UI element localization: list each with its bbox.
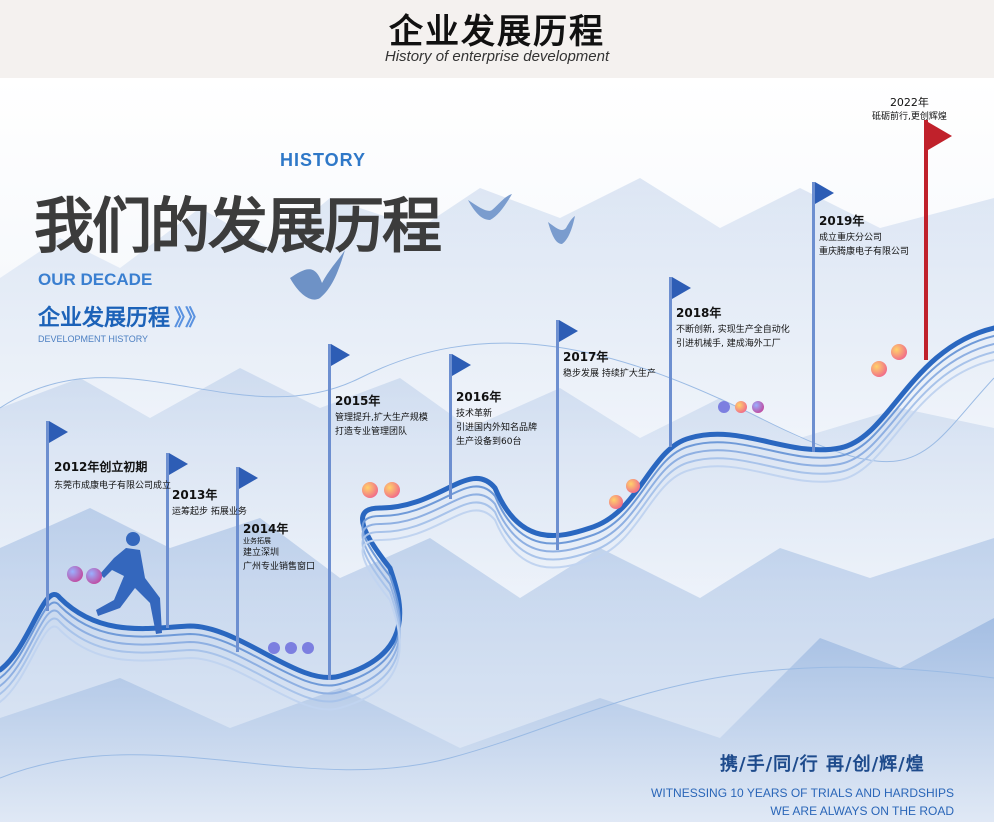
milestone-year: 2014年 [243, 522, 289, 536]
road-stripe-3 [0, 343, 994, 695]
milestone-2012: 2012年创立初期 东莞市成康电子有限公司成立 [54, 458, 171, 493]
milestone-2022: 2022年 砥砺前行,更创辉煌 [872, 94, 947, 124]
milestone-year: 2018年 [676, 306, 722, 320]
flag-2018 [669, 277, 691, 447]
header-banner: 企业发展历程 History of enterprise development [0, 0, 994, 78]
milestone-text: 管理提升,扩大生产规模 [335, 413, 428, 423]
hero-subtitle-text: 企业发展历程 [38, 306, 171, 331]
milestone-year: 2017年 [563, 350, 609, 364]
flag-2016 [449, 354, 471, 499]
milestone-text: 打造专业管理团队 [335, 427, 408, 437]
milestone-text: 生产设备到60台 [456, 437, 522, 447]
milestone-text: 运筹起步 拓展业务 [172, 507, 247, 517]
milestone-year: 2013年 [172, 488, 218, 502]
milestone-year: 2022年 [889, 96, 929, 109]
milestone-text: 稳步发展 持续扩大生产 [563, 369, 656, 379]
chevron-right-icon: 》》 [174, 306, 208, 331]
milestone-text: 东莞市成康电子有限公司成立 [54, 481, 172, 491]
main-title: 我们的发展历程 [34, 192, 442, 262]
flag-2022 [924, 120, 952, 360]
road-stripe-5 [0, 359, 994, 711]
milestone-year: 2012年创立初期 [54, 460, 148, 474]
dove-1 [290, 250, 345, 300]
milestone-flags [46, 120, 952, 680]
front-mountains [0, 618, 994, 822]
road-stripe-4 [0, 351, 994, 703]
milestone-text: 建立深圳 [243, 548, 280, 558]
milestone-text: 引进国内外知名品牌 [456, 423, 538, 433]
runner-silhouette [96, 532, 162, 634]
timeline-scene: HISTORY 我们的发展历程 OUR DECADE 企业发展历程》》 DEVE… [0, 78, 994, 822]
dove-3 [548, 216, 575, 244]
milestone-year: 2015年 [335, 394, 381, 408]
milestone-2014: 2014年 业务拓展 建立深圳 广州专业销售窗口 [243, 520, 315, 574]
development-history-label: DEVELOPMENT HISTORY [38, 334, 149, 344]
milestone-2019: 2019年 成立重庆分公司 重庆腾康电子有限公司 [819, 212, 909, 259]
english-tagline-1: WITNESSING 10 YEARS OF TRIALS AND HARDSH… [651, 786, 954, 800]
our-decade-label: OUR DECADE [38, 270, 153, 289]
milestone-text: 不断创新, 实现生产全自动化 [676, 325, 790, 335]
decor-curve-2 [0, 666, 994, 779]
decor-curve-1 [0, 342, 994, 463]
english-tagline-2: WE ARE ALWAYS ON THE ROAD [770, 804, 954, 818]
flag-2013 [166, 453, 188, 628]
milestone-2013: 2013年 运筹起步 拓展业务 [172, 486, 247, 519]
decor-balls [67, 344, 907, 654]
flag-2012 [46, 421, 68, 611]
milestone-2017: 2017年 稳步发展 持续扩大生产 [563, 348, 656, 381]
milestone-text: 砥砺前行,更创辉煌 [872, 112, 947, 122]
milestone-text: 成立重庆分公司 [819, 233, 883, 243]
flag-2015 [328, 344, 350, 680]
history-label: HISTORY [280, 150, 367, 170]
milestone-text: 重庆腾康电子有限公司 [819, 247, 910, 257]
flag-2014 [236, 467, 258, 652]
milestone-text: 广州专业销售窗口 [243, 562, 316, 572]
timeline-illustration [0, 120, 994, 822]
milestone-year: 2016年 [456, 390, 502, 404]
page-title: 企业发展历程 [389, 12, 605, 52]
milestone-2016: 2016年 技术革新 引进国内外知名品牌 生产设备到60台 [456, 388, 537, 449]
slogan: 携/手/同/行 再/创/辉/煌 [720, 754, 925, 775]
road-stripe-2 [0, 335, 994, 687]
dove-2 [468, 194, 512, 220]
milestone-2015: 2015年 管理提升,扩大生产规模 打造专业管理团队 [335, 392, 428, 439]
milestone-text: 业务拓展 [243, 537, 271, 545]
milestone-year: 2019年 [819, 214, 865, 228]
page-subtitle: History of enterprise development [384, 48, 610, 65]
milestone-text: 技术革新 [456, 409, 493, 419]
flag-2017 [556, 320, 578, 550]
milestone-2018: 2018年 不断创新, 实现生产全自动化 引进机械手, 建成海外工厂 [676, 304, 790, 351]
milestone-text: 引进机械手, 建成海外工厂 [676, 339, 781, 349]
hero-subtitle: 企业发展历程》》 [38, 300, 207, 332]
flag-2019 [812, 182, 834, 452]
